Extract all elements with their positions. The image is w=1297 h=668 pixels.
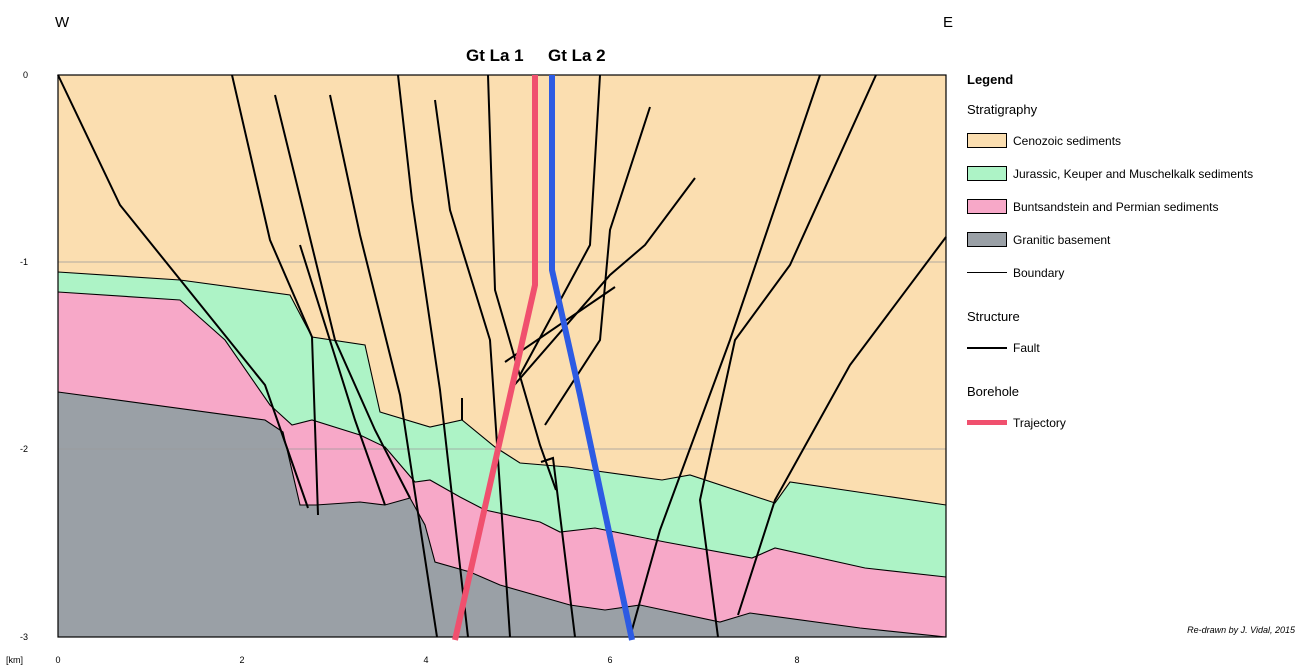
west-label: W	[55, 14, 70, 31]
x-tick-2: 2	[239, 655, 244, 665]
legend-item-fault: Fault	[967, 339, 1297, 356]
legend-boundary-line	[967, 272, 1007, 273]
legend-item-trajectory: Trajectory	[967, 414, 1297, 431]
y-tick-minus-2: -2	[20, 444, 28, 454]
legend-item-buntsandstein: Buntsandstein and Permian sediments	[967, 198, 1297, 215]
legend-label-granite: Granitic basement	[1013, 232, 1111, 247]
x-tick-0: 0	[55, 655, 60, 665]
legend-item-jurassic: Jurassic, Keuper and Muschelkalk sedimen…	[967, 165, 1297, 182]
well-label-gt-la-1: Gt La 1	[466, 46, 524, 65]
axis-unit: [km]	[6, 655, 23, 665]
legend-structure-heading: Structure	[967, 309, 1020, 324]
legend-label-cenozoic: Cenozoic sediments	[1013, 133, 1122, 148]
legend-item-boundary: Boundary	[967, 264, 1297, 281]
well-trajectory-gt-la-2	[549, 75, 635, 641]
legend-item-granite: Granitic basement	[967, 231, 1297, 248]
legend-fault-line	[967, 346, 1007, 349]
legend-stratigraphy-heading: Stratigraphy	[967, 102, 1038, 117]
well-trajectory-gt-la-1	[452, 75, 538, 641]
granite-layer	[58, 392, 946, 637]
jurassic-layer	[58, 272, 946, 577]
x-tick-6: 6	[607, 655, 612, 665]
legend-item-cenozoic: Cenozoic sediments	[967, 132, 1297, 149]
legend-swatch-buntsandstein	[967, 199, 1007, 214]
legend-swatch-jurassic	[967, 166, 1007, 181]
legend-label-trajectory: Trajectory	[1013, 415, 1066, 430]
y-tick-minus-1: -1	[20, 257, 28, 267]
x-tick-8: 8	[794, 655, 799, 665]
legend-label-boundary: Boundary	[1013, 265, 1065, 280]
legend-label-buntsandstein: Buntsandstein and Permian sediments	[1013, 199, 1219, 214]
legend-title: Legend	[967, 72, 1014, 87]
legend-label-fault: Fault	[1013, 340, 1040, 355]
x-tick-4: 4	[423, 655, 428, 665]
well-label-gt-la-2: Gt La 2	[548, 46, 606, 65]
plot-frame	[57, 74, 947, 638]
legend-trajectory-line	[967, 420, 1007, 425]
buntsandstein-layer	[58, 292, 946, 637]
legend-borehole-heading: Borehole	[967, 384, 1020, 399]
y-tick-minus-3: -3	[20, 632, 28, 642]
legend-swatch-cenozoic	[967, 133, 1007, 148]
faults	[57, 74, 947, 638]
east-label: E	[943, 14, 954, 31]
legend-label-jurassic: Jurassic, Keuper and Muschelkalk sedimen…	[1013, 166, 1254, 181]
legend: Legend Stratigraphy Cenozoic sediments J…	[967, 72, 1297, 447]
credit-note: Re-drawn by J. Vidal, 2015	[1187, 625, 1295, 635]
y-tick-0: 0	[23, 70, 28, 80]
legend-swatch-granite	[967, 232, 1007, 247]
